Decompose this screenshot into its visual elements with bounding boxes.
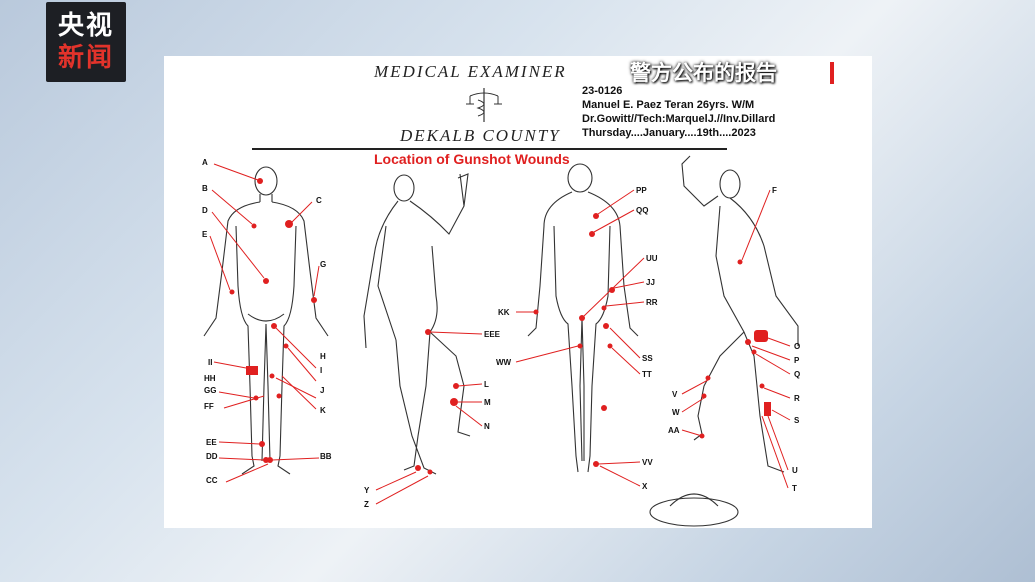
staff-line: Dr.Gowitt//Tech:MarquelJ.//Inv.Dillard [582, 113, 776, 125]
logo-line-2: 新闻 [57, 43, 114, 73]
label-r: R [794, 394, 800, 403]
label-ee: EE [206, 438, 217, 447]
label-g: G [320, 260, 327, 269]
label-j: J [320, 386, 325, 395]
label-i: I [320, 366, 323, 375]
leader-lines [209, 163, 791, 505]
case-info: 23-0126 Manuel E. Paez Teran 26yrs. W/M … [582, 84, 775, 140]
label-ss: SS [642, 354, 653, 363]
label-m: M [484, 398, 491, 407]
label-h: H [320, 352, 326, 361]
label-dd: DD [206, 452, 218, 461]
label-f: F [772, 186, 777, 195]
label-rr: RR [646, 298, 658, 307]
wound-markers [229, 178, 771, 475]
header-rule [252, 148, 727, 150]
label-e: E [202, 230, 208, 239]
label-pp: PP [636, 186, 647, 195]
label-a: A [202, 158, 208, 167]
label-c: C [316, 196, 322, 205]
bottom-head-view [649, 497, 739, 527]
overlay-caption: 警方公布的报告 [630, 61, 777, 85]
label-v: V [672, 390, 678, 399]
header-medical-examiner: MEDICAL EXAMINER [374, 62, 567, 81]
label-o: O [794, 342, 801, 351]
label-y: Y [364, 486, 370, 495]
overlay-accent-bar [830, 62, 834, 84]
label-gg: GG [204, 386, 217, 395]
caduceus-icon [466, 88, 502, 122]
label-k: K [320, 406, 326, 415]
label-s: S [794, 416, 800, 425]
label-b: B [202, 184, 208, 193]
label-t: T [792, 484, 797, 493]
label-x: X [642, 482, 648, 491]
label-p: P [794, 356, 800, 365]
label-ww: WW [496, 358, 512, 367]
back-figure [527, 163, 639, 473]
label-z: Z [364, 500, 369, 509]
label-vv: VV [642, 458, 653, 467]
date-line: Thursday....January....19th....2023 [582, 127, 756, 139]
label-w: W [672, 408, 680, 417]
case-number: 23-0126 [582, 85, 623, 97]
chart-title: Location of Gunshot Wounds [374, 151, 570, 167]
label-q: Q [794, 370, 801, 379]
cctv-news-logo: 央视 新闻 [46, 2, 126, 82]
label-ff: FF [204, 402, 214, 411]
label-n: N [484, 422, 490, 431]
label-jj: JJ [646, 278, 655, 287]
logo-line-1: 央视 [57, 11, 114, 41]
label-hh: HH [204, 374, 216, 383]
autopsy-document: MEDICAL EXAMINER DEKALB COUNTY 23-0126 M… [164, 56, 872, 528]
label-qq: QQ [636, 206, 649, 215]
label-eee: EEE [484, 330, 501, 339]
body-diagrams [203, 155, 799, 527]
label-tt: TT [642, 370, 652, 379]
label-bb: BB [320, 452, 332, 461]
label-aa: AA [668, 426, 680, 435]
front-figure [203, 166, 329, 475]
label-cc: CC [206, 476, 218, 485]
label-kk: KK [498, 308, 510, 317]
label-d: D [202, 206, 208, 215]
header-dekalb-county: DEKALB COUNTY [400, 126, 561, 145]
right-side-figure [681, 155, 799, 473]
left-side-figure [363, 173, 471, 475]
label-l: L [484, 380, 489, 389]
subject-line: Manuel E. Paez Teran 26yrs. W/M [582, 99, 755, 111]
label-ii: II [208, 358, 213, 367]
label-u: U [792, 466, 798, 475]
label-uu: UU [646, 254, 658, 263]
